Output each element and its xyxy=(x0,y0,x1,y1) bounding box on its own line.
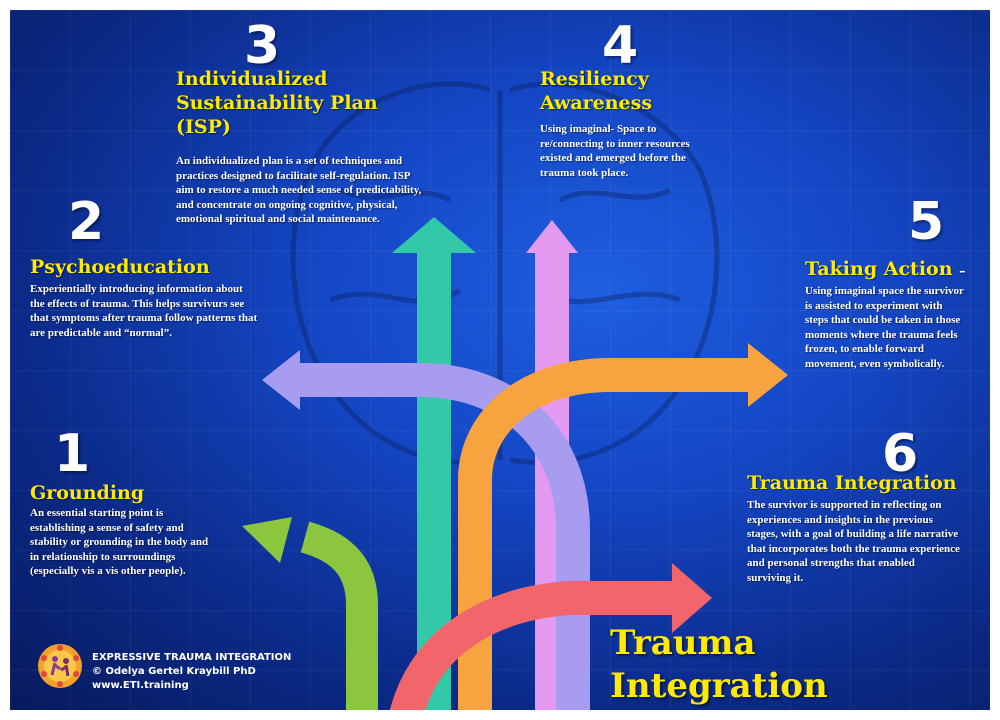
step-2-title: Psychoeducation xyxy=(30,256,210,278)
arrows-graphic xyxy=(242,81,788,710)
arrow-grounding xyxy=(242,517,378,710)
arrow-integration xyxy=(390,563,712,710)
arrow-psychoeducation xyxy=(262,350,590,710)
step-4-description: Using imaginal- Space to re/connecting t… xyxy=(540,123,690,179)
step-2-number: 2 xyxy=(68,192,105,252)
step-3-description: An individualized plan is a set of techn… xyxy=(176,155,422,226)
step-5-description: Using imaginal space the survivor is ass… xyxy=(805,285,964,370)
step-1-description: An essential starting point is establish… xyxy=(30,507,209,578)
organization-author: © Odelya Gertel Kraybill PhD xyxy=(92,666,256,677)
step-2-description: Experientially introducing information a… xyxy=(30,283,258,339)
organization-name: EXPRESSIVE TRAUMA INTEGRATION xyxy=(92,652,292,663)
step-1-number: 1 xyxy=(54,424,91,484)
step-5-number: 5 xyxy=(908,192,945,252)
step-3-number: 3 xyxy=(244,16,281,76)
step-1-title: Grounding xyxy=(30,482,145,504)
step-5-title-dash: – xyxy=(959,264,966,279)
step-4-number: 4 xyxy=(602,16,639,76)
step-6-number: 6 xyxy=(882,424,919,484)
organization-website[interactable]: www.ETI.training xyxy=(92,680,189,691)
brain-outline-icon xyxy=(290,81,720,465)
infographic-canvas: 3 Individualized Sustainability Plan (IS… xyxy=(10,10,990,710)
framework-title: Trauma Integration Framework xyxy=(610,623,828,710)
arrow-action xyxy=(458,343,788,710)
step-5-title-text: Taking Action xyxy=(805,258,953,280)
step-5-title: Taking Action – xyxy=(805,258,966,282)
step-6-title: Trauma Integration xyxy=(747,472,957,494)
step-4-title: Resiliency Awareness xyxy=(540,68,653,114)
eti-logo-icon xyxy=(38,644,82,688)
step-6-description: The survivor is supported in reflecting … xyxy=(747,499,960,584)
background-grid xyxy=(10,10,990,710)
step-3-title: Individualized Sustainability Plan (ISP) xyxy=(176,68,378,138)
